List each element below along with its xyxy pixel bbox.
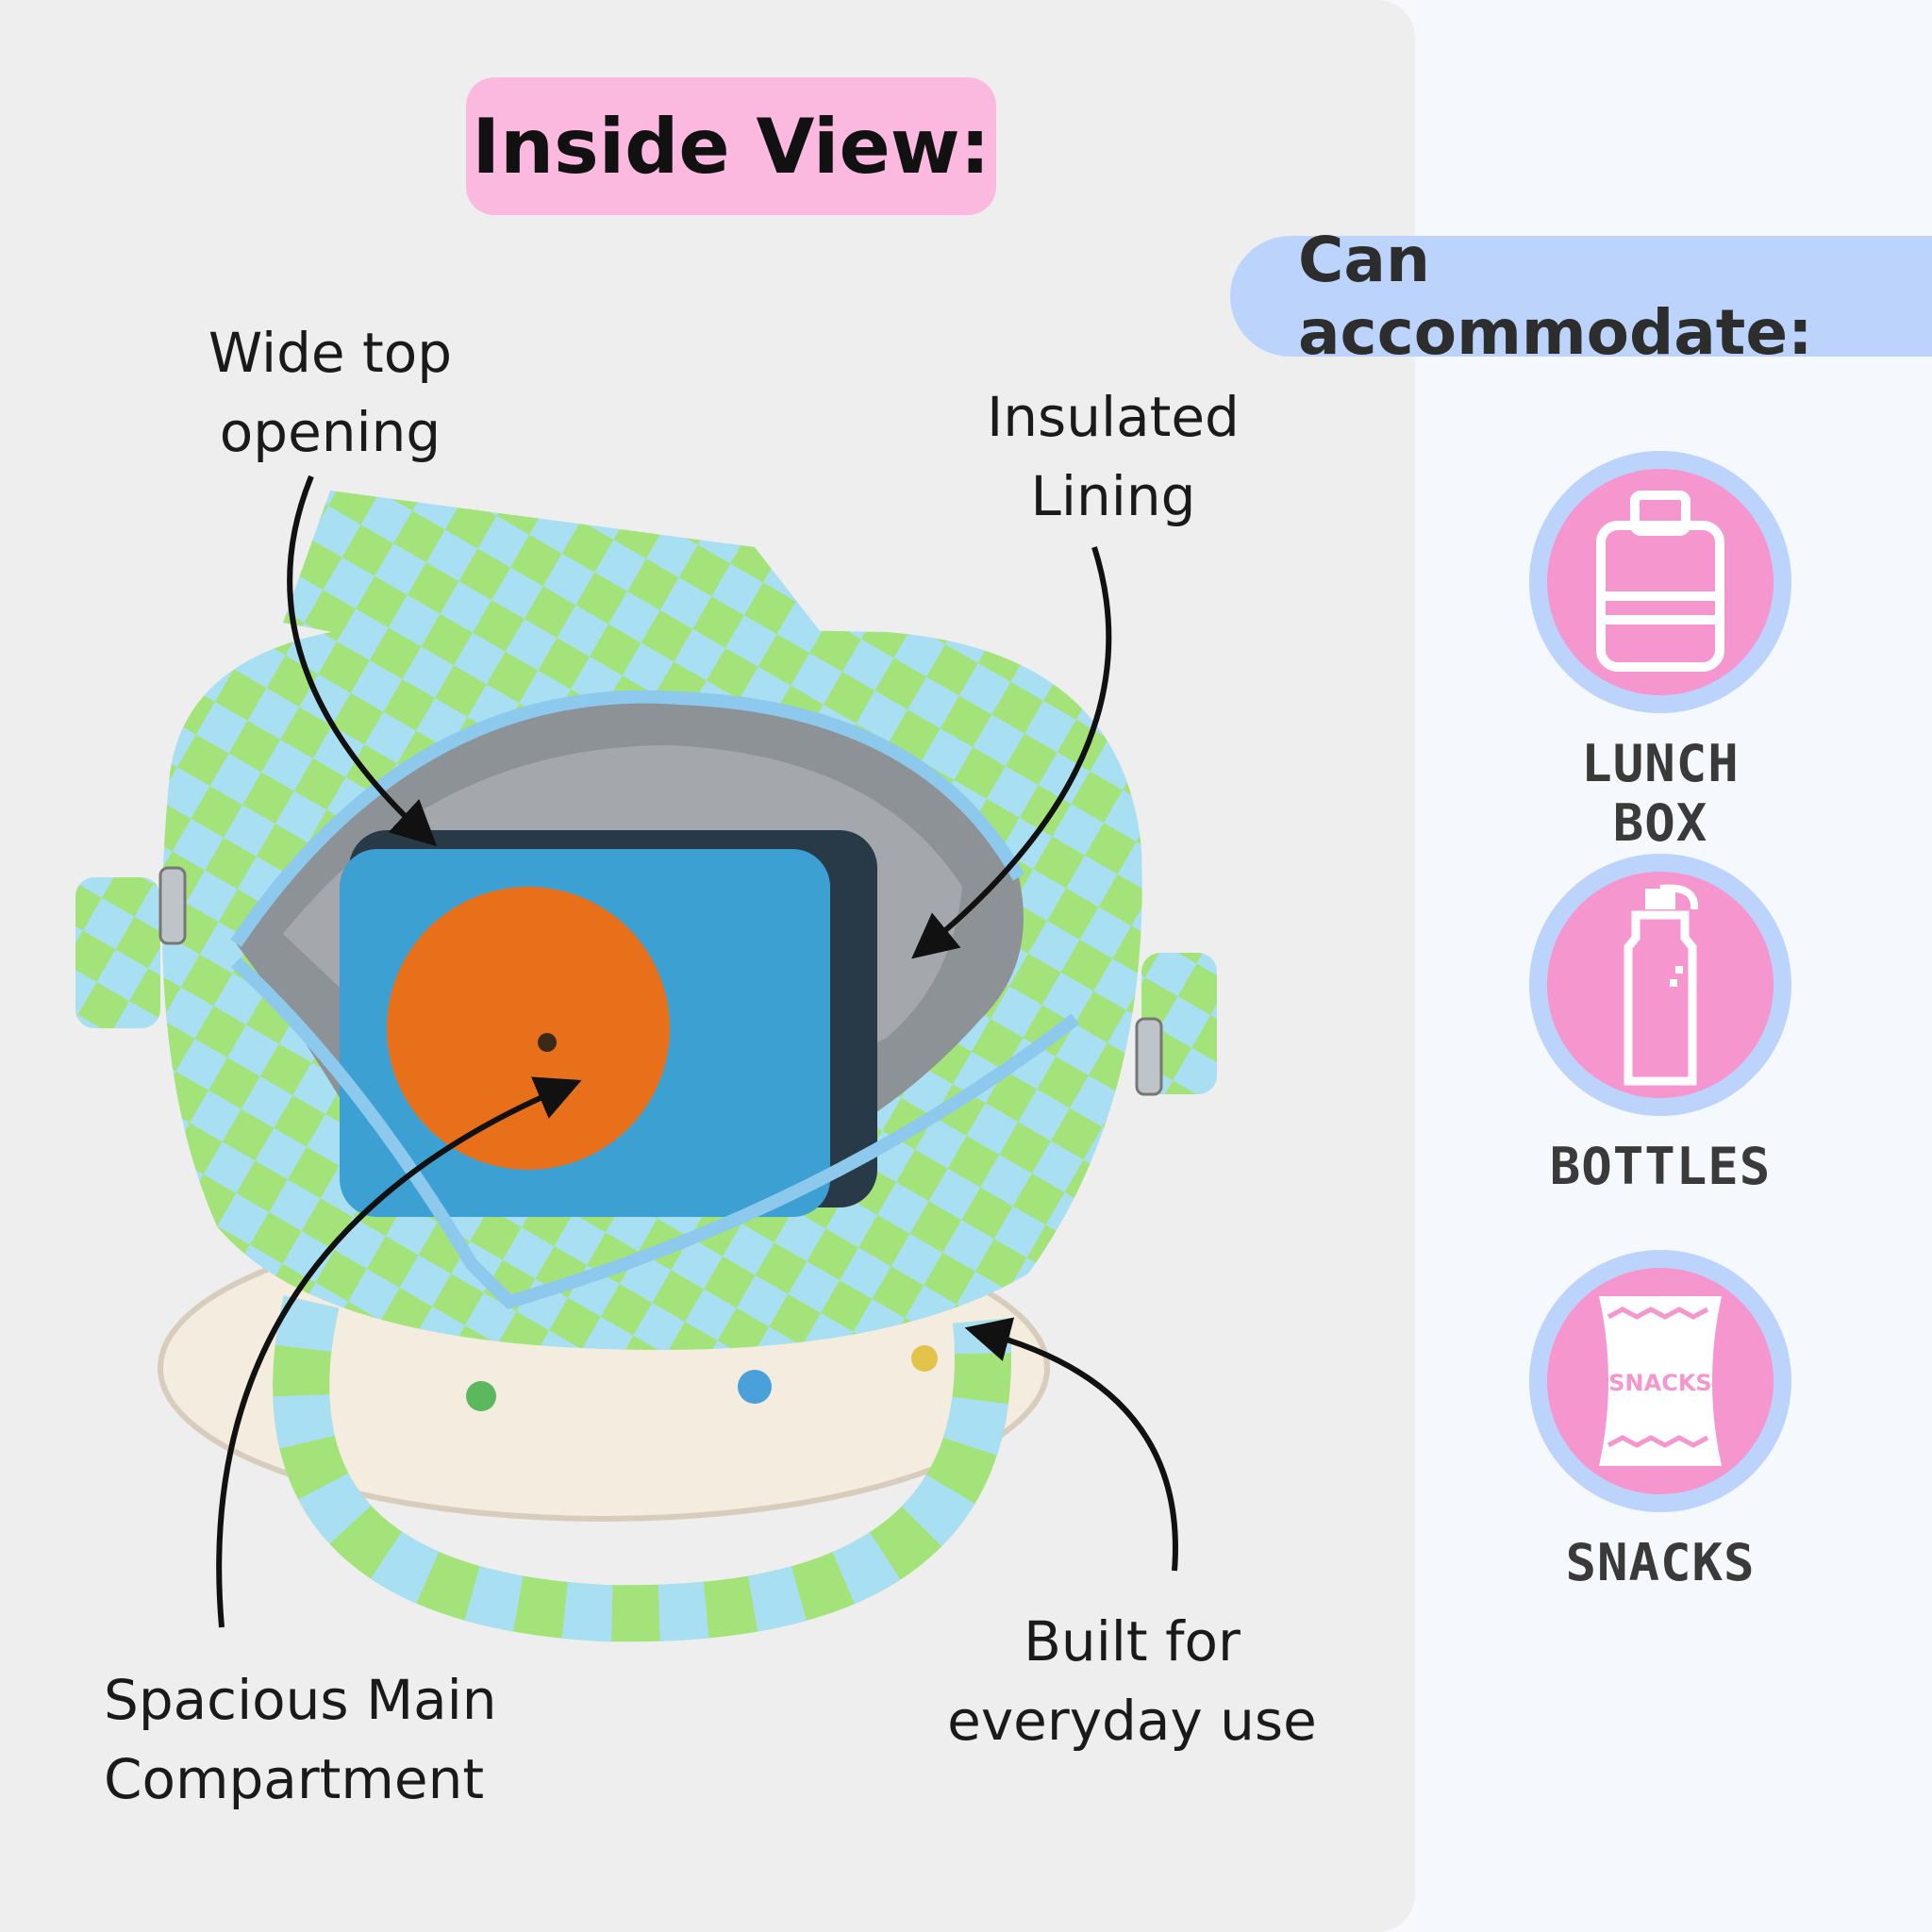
callout-spacious-main-compartment: Spacious Main Compartment	[104, 1660, 538, 1819]
snacks-bag-icon: SNACKS	[1599, 1296, 1722, 1466]
lunch-box-icon	[1596, 491, 1724, 672]
page-title: Inside View:	[466, 77, 996, 215]
arrow-everyday	[964, 1317, 1178, 1572]
accommodate-item-bottles: BOTTLES	[1524, 854, 1797, 1196]
callout-line: everyday use	[947, 1689, 1317, 1753]
callout-wide-top-opening: Wide top opening	[179, 313, 481, 472]
arrow-insulated	[911, 546, 1112, 959]
snacks-icon-text: SNACKS	[1608, 1370, 1711, 1396]
arrow-wide-top	[287, 475, 438, 847]
callout-built-for-everyday-use: Built for everyday use	[934, 1602, 1330, 1760]
arrow-spacious	[216, 1076, 582, 1628]
callout-line: Insulated	[987, 385, 1240, 449]
callout-line: Wide top	[208, 321, 453, 385]
accommodate-item-label: SNACKS	[1565, 1533, 1756, 1592]
accommodate-heading: Can accommodate:	[1230, 224, 1932, 369]
callout-line: Lining	[1030, 464, 1196, 528]
accommodate-item-label: LUNCH BOX	[1581, 734, 1740, 853]
callout-line: Compartment	[104, 1747, 485, 1811]
accommodate-item-snacks: SNACKS SNACKS	[1524, 1250, 1797, 1592]
callout-line: Spacious Main	[104, 1668, 497, 1732]
callout-line: opening	[219, 400, 441, 464]
bottle-icon	[1624, 884, 1699, 1086]
accommodate-item-label: BOTTLES	[1549, 1137, 1772, 1196]
callout-line: Built for	[1024, 1609, 1241, 1674]
callout-insulated-lining: Insulated Lining	[962, 377, 1264, 536]
accommodate-item-lunch-box: LUNCH BOX	[1524, 451, 1797, 853]
